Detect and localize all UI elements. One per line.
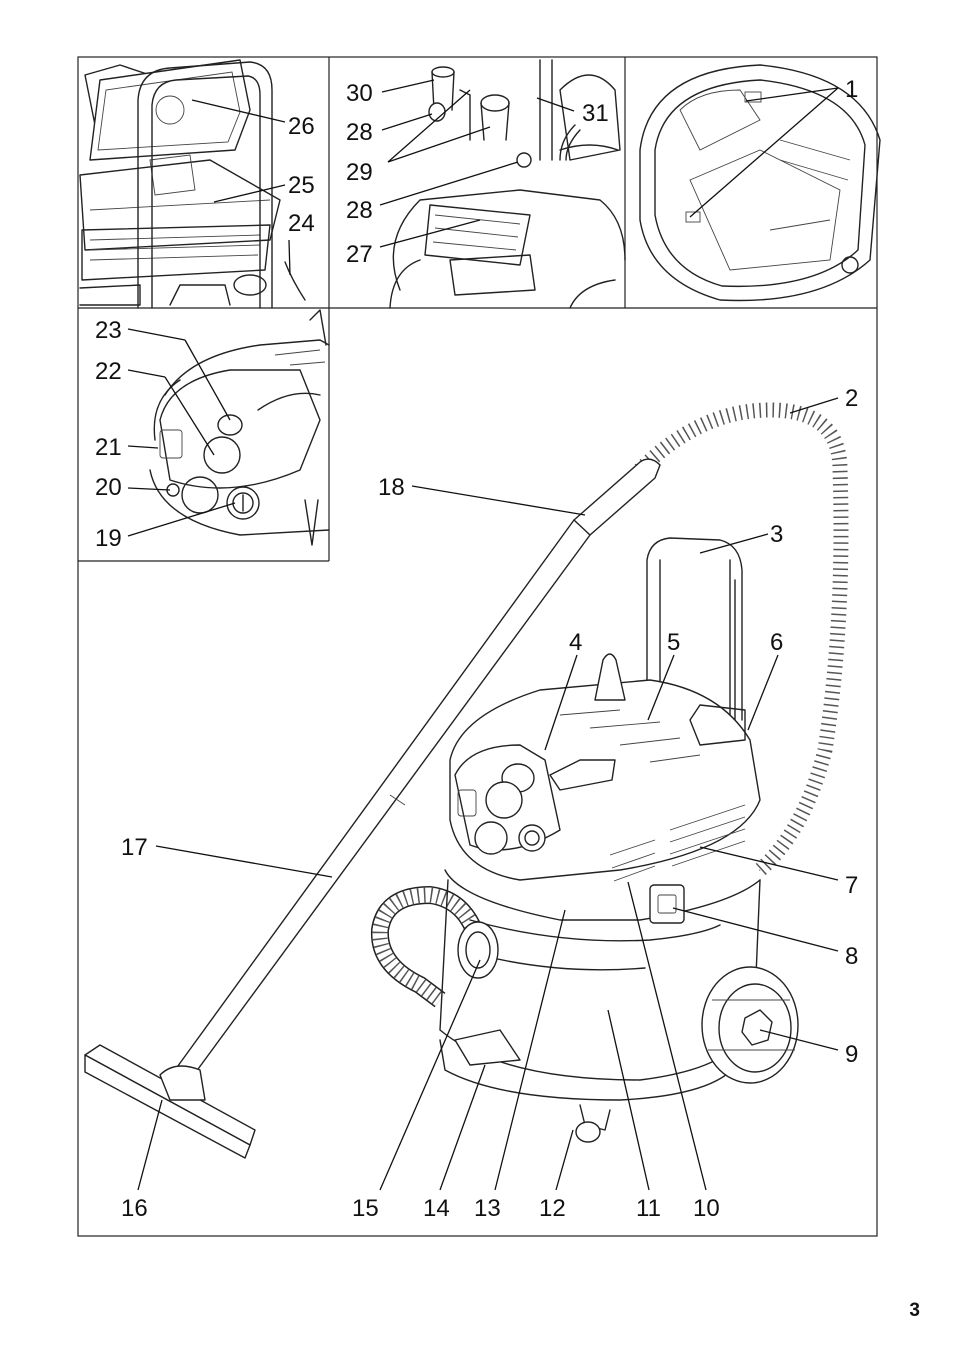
inset-head-underside xyxy=(639,64,881,302)
callout-31: 31 xyxy=(582,100,609,127)
callout-25: 25 xyxy=(288,172,315,199)
callout-12: 12 xyxy=(539,1195,566,1222)
callout-16: 16 xyxy=(121,1195,148,1222)
callout-10: 10 xyxy=(693,1195,720,1222)
main-vacuum-illustration xyxy=(84,402,849,1159)
callout-23: 23 xyxy=(95,317,122,344)
callout-3: 3 xyxy=(770,521,783,548)
callout-28-lower: 28 xyxy=(346,197,373,224)
callout-21: 21 xyxy=(95,434,122,461)
callout-18: 18 xyxy=(378,474,405,501)
callout-4: 4 xyxy=(569,629,582,656)
callout-2: 2 xyxy=(845,385,858,412)
callout-1: 1 xyxy=(845,76,858,103)
callout-20: 20 xyxy=(95,474,122,501)
inset-filter-compartment xyxy=(79,59,306,309)
callout-6: 6 xyxy=(770,629,783,656)
callout-labels: 1 2 3 4 5 6 7 8 9 10 11 12 13 14 15 16 1… xyxy=(95,76,858,1222)
callout-29: 29 xyxy=(346,159,373,186)
callout-9: 9 xyxy=(845,1041,858,1068)
inset-control-panel xyxy=(149,309,330,546)
callout-13: 13 xyxy=(474,1195,501,1222)
callout-30: 30 xyxy=(346,80,373,107)
callout-14: 14 xyxy=(423,1195,450,1222)
callout-8: 8 xyxy=(845,943,858,970)
page-number: 3 xyxy=(909,1300,920,1321)
callout-5: 5 xyxy=(667,629,680,656)
callout-26: 26 xyxy=(288,113,315,140)
leader-lines xyxy=(127,79,839,1191)
callout-28-upper: 28 xyxy=(346,119,373,146)
callout-7: 7 xyxy=(845,872,858,899)
callout-15: 15 xyxy=(352,1195,379,1222)
callout-27: 27 xyxy=(346,241,373,268)
callout-22: 22 xyxy=(95,358,122,385)
callout-19: 19 xyxy=(95,525,122,552)
inset-accessory-holders xyxy=(389,59,626,309)
callout-24: 24 xyxy=(288,210,315,237)
diagram-frames xyxy=(77,56,878,1237)
callout-11: 11 xyxy=(636,1195,661,1222)
callout-17: 17 xyxy=(121,834,148,861)
